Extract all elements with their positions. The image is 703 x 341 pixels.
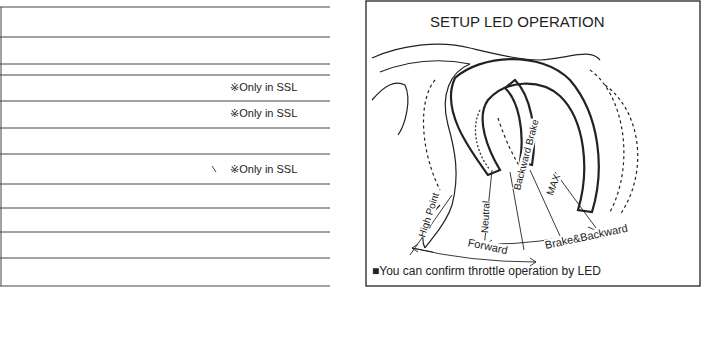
table-lines — [0, 7, 330, 286]
panel-frame — [366, 1, 700, 286]
trigger-drawing — [372, 44, 638, 248]
table-note: ※Only in SSL — [230, 108, 297, 119]
range-label: MAX — [545, 173, 562, 197]
panel-title: SETUP LED OPERATION — [430, 14, 605, 29]
panel-caption: ■You can confirm throttle operation by L… — [372, 265, 601, 277]
dimension-lines — [410, 170, 596, 266]
table-note: ※Only in SSL — [230, 82, 297, 93]
range-label: Neutral — [480, 201, 492, 234]
table-note: ※Only in SSL — [230, 164, 297, 175]
range-label: Forward — [467, 237, 509, 256]
range-label: Brake&Backward — [544, 223, 629, 251]
range-label: Backward Brake — [512, 118, 541, 191]
